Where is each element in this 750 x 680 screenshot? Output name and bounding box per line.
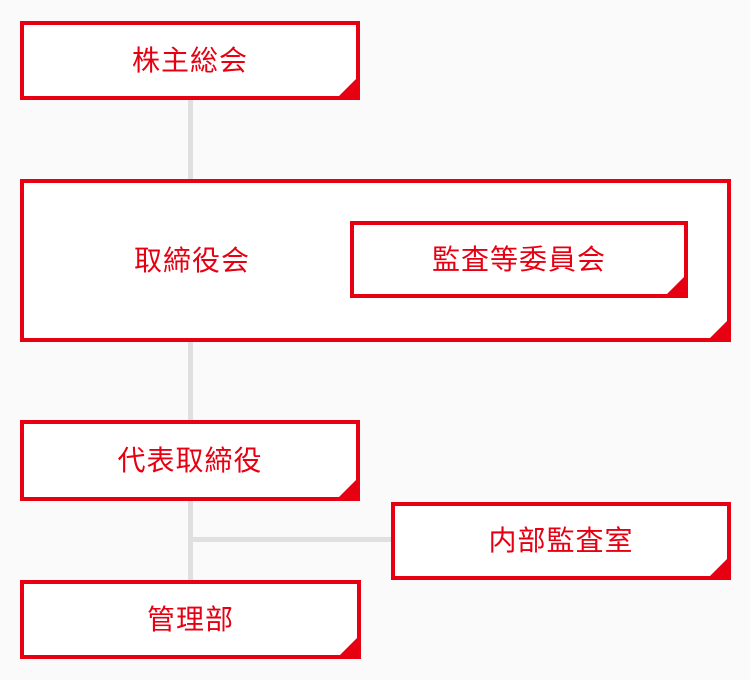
node-internal-audit-office-label: 内部監査室 [488,525,634,556]
node-board-of-directors: 取締役会 監査等委員会 [20,179,731,342]
corner-fold-icon [710,559,727,576]
node-shareholders-meeting-label: 株主総会 [131,44,248,76]
connector-branch-to-internal-audit [188,537,391,542]
node-board-of-directors-label: 取締役会 [133,244,250,276]
node-shareholders-meeting: 株主総会 [20,21,360,100]
corner-fold-icon [340,638,357,655]
node-administration-department-label: 管理部 [146,603,234,635]
corner-fold-icon [667,277,684,294]
connector-board-to-representative [188,342,193,420]
corner-fold-icon [339,79,356,96]
node-internal-audit-office: 内部監査室 [391,502,731,580]
node-administration-department: 管理部 [20,580,361,659]
board-label-area: 取締役会 [24,183,360,338]
node-representative-director: 代表取締役 [20,420,360,501]
node-audit-supervisory-committee-label: 監査等委員会 [431,243,606,275]
corner-fold-icon [339,480,356,497]
corner-fold-icon [710,321,727,338]
node-representative-director-label: 代表取締役 [117,444,263,476]
node-audit-supervisory-committee: 監査等委員会 [350,221,688,298]
connector-shareholders-to-board [188,100,193,179]
